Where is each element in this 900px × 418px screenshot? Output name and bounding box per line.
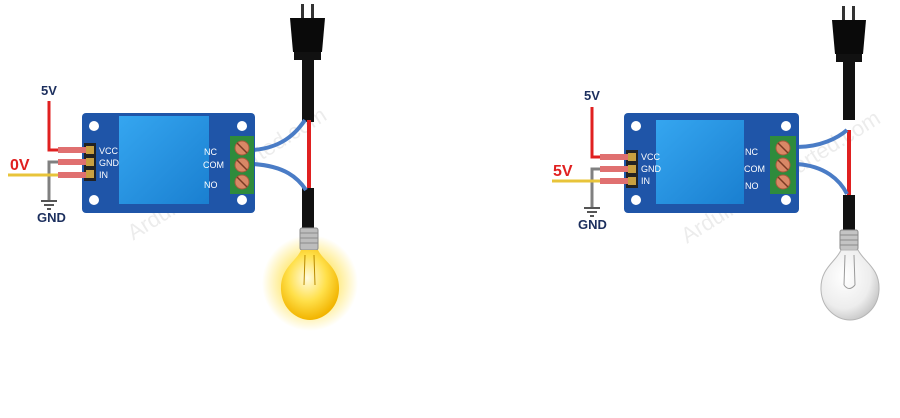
supply-label: 5V — [41, 83, 57, 98]
terminal-label-com: COM — [203, 160, 224, 170]
wire-live-red-top — [307, 120, 311, 190]
diagram-right: ArduinoGetStarted.com NC — [552, 6, 885, 321]
supply-label: 5V — [584, 88, 600, 103]
terminal-label-nc: NC — [204, 147, 217, 157]
input-label: 0V — [10, 157, 30, 174]
pin-label-gnd: GND — [99, 158, 120, 168]
wire-blue-com — [796, 162, 849, 195]
ground-label: GND — [37, 210, 66, 225]
wire-gnd-gray — [590, 167, 628, 208]
wire-vcc-red — [47, 101, 86, 152]
diagram-left: ArduinoGetStarted.com — [8, 4, 358, 331]
pin-label-in: IN — [99, 170, 108, 180]
terminal-label-no: NO — [745, 181, 759, 191]
pin-label-gnd: GND — [641, 164, 662, 174]
terminal-label-no: NO — [204, 180, 218, 190]
relay-module: NC COM NO VCC GND IN — [624, 113, 799, 213]
relay-component — [656, 120, 744, 204]
ground-icon — [41, 200, 57, 210]
relay-component — [119, 116, 209, 204]
ground-label: GND — [578, 217, 607, 232]
wire-black-bottom — [302, 188, 314, 233]
input-label: 5V — [553, 163, 573, 180]
ground-icon — [584, 207, 600, 217]
wire-vcc-red — [590, 107, 628, 159]
plug-icon — [290, 4, 325, 122]
wire-live-red-top — [847, 130, 851, 195]
relay-module: NC COM NO VCC GND IN — [82, 113, 255, 213]
pin-label-vcc: VCC — [641, 152, 661, 162]
wire-black-bottom — [843, 195, 855, 233]
pin-label-vcc: VCC — [99, 146, 119, 156]
pin-label-in: IN — [641, 176, 650, 186]
plug-icon — [832, 6, 866, 120]
terminal-label-com: COM — [744, 164, 765, 174]
lamp-off-icon — [820, 229, 880, 321]
wire-blue-com — [252, 162, 308, 192]
wire-blue-nc — [796, 128, 849, 149]
terminal-label-nc: NC — [745, 147, 758, 157]
wire-gnd-gray — [47, 160, 86, 201]
wire-blue-nc — [252, 118, 307, 152]
lamp-on-icon — [262, 227, 358, 331]
